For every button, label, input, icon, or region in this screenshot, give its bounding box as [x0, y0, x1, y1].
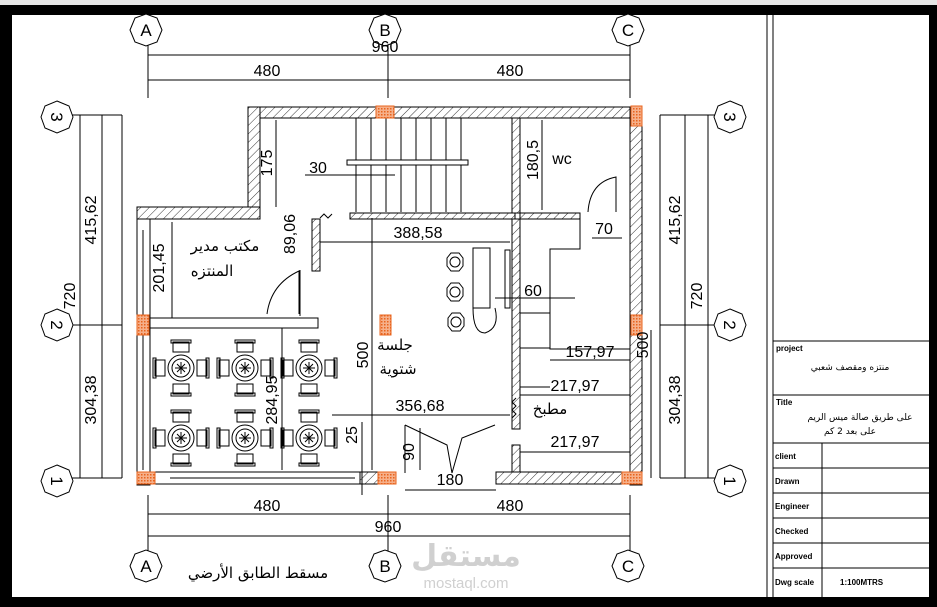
- dim-wc-height: 180,5: [525, 140, 542, 180]
- dim-right-total: 720: [689, 283, 706, 310]
- title-line-1: على طريق صالة ميس الريم: [807, 413, 912, 423]
- interior-dimension-lines: [171, 120, 652, 495]
- bubble-1-right: 1: [720, 476, 739, 485]
- dim-stair-height: 175: [259, 150, 276, 177]
- office-label-2: المنتزه: [191, 262, 234, 280]
- dim-left-lower: 304,38: [83, 375, 100, 424]
- bubble-2-left: 2: [47, 320, 66, 329]
- kitchen-fixtures: [472, 219, 630, 388]
- scale-label: Dwg scale: [775, 578, 815, 587]
- dim-counter: 60: [524, 283, 542, 300]
- project-value: منتزه ومقصف شعبي: [811, 363, 890, 373]
- dim-bottom-right: 480: [497, 498, 524, 515]
- seating-label-2: شتوية: [379, 360, 416, 378]
- checked-label: Checked: [775, 527, 808, 536]
- office-label-1: مكتب مدير: [190, 237, 260, 255]
- dim-step: 25: [344, 426, 361, 444]
- dim-bottom-left: 480: [254, 498, 281, 515]
- top-strip: [0, 0, 937, 5]
- dim-stair-tread: 30: [309, 160, 327, 177]
- bubble-b-bottom: B: [379, 557, 390, 576]
- bubble-b-top: B: [379, 21, 390, 40]
- seating-label-1: جلسة: [377, 336, 413, 354]
- dim-right-lower: 304,38: [667, 375, 684, 424]
- dim-hall-lower: 356,68: [396, 398, 445, 415]
- dim-right-upper: 415,62: [667, 195, 684, 244]
- grid-bubbles: A B C A B C 3 2 1 3 2 1: [40, 13, 747, 583]
- bubble-3-left: 3: [47, 112, 66, 121]
- bubble-1-left: 1: [47, 476, 66, 485]
- dim-hall-width: 388,58: [394, 225, 443, 242]
- staircase: [346, 118, 469, 212]
- project-label: project: [776, 344, 803, 353]
- dim-bottom-total: 960: [375, 519, 402, 536]
- dim-wc-door: 70: [595, 221, 613, 238]
- columns: [136, 105, 643, 485]
- engineer-label: Engineer: [775, 502, 809, 511]
- doors: [266, 176, 617, 474]
- watermark-logo: مستقل: [411, 539, 521, 574]
- watermark-site: mostaql.com: [423, 575, 508, 592]
- dim-top-right: 480: [497, 63, 524, 80]
- scale-value: 1:100MTRS: [840, 578, 884, 587]
- kitchen-label: مطبخ: [533, 400, 568, 418]
- bubble-2-right: 2: [720, 320, 739, 329]
- approved-label: Approved: [775, 552, 812, 561]
- dim-left-total: 720: [62, 283, 79, 310]
- dim-entry-width: 180: [437, 472, 464, 489]
- title-line-2: على بعد 2 كم: [824, 427, 876, 437]
- bubble-c-bottom: C: [622, 557, 634, 576]
- bubble-3-right: 3: [720, 112, 739, 121]
- dimension-labels: 960 480 480 480 480 960 415,62 720 304,3…: [62, 39, 706, 536]
- client-label: client: [775, 452, 796, 461]
- drawn-label: Drawn: [775, 477, 800, 486]
- title-label: Title: [776, 398, 793, 407]
- bubble-a-bottom: A: [140, 557, 152, 576]
- wc-label: wc: [551, 151, 572, 168]
- dim-entry-depth: 90: [401, 443, 418, 461]
- plan-title: مسقط الطابق الأرضي: [188, 563, 328, 583]
- dim-office-height: 201,45: [151, 243, 168, 292]
- dim-kitchen-c: 217,97: [551, 434, 600, 451]
- dim-dining-height: 284,95: [264, 375, 281, 424]
- dim-top-total: 960: [372, 39, 399, 56]
- bubble-a-top: A: [140, 21, 152, 40]
- dim-left-upper: 415,62: [83, 195, 100, 244]
- dim-right-height: 500: [635, 332, 652, 359]
- watermark: مستقل mostaql.com: [411, 539, 521, 592]
- dim-office-door: 89,06: [282, 214, 299, 254]
- dim-hall-height: 500: [355, 342, 372, 369]
- grid-lines: [68, 42, 718, 553]
- title-block: project منتزه ومقصف شعبي Title على طريق …: [773, 340, 929, 597]
- bubble-c-top: C: [622, 21, 634, 40]
- dim-top-left: 480: [254, 63, 281, 80]
- dim-kitchen-b: 217,97: [551, 378, 600, 395]
- room-labels: مكتب مدير المنتزه جلسة شتوية مطبخ مسقط ا…: [188, 237, 567, 583]
- dim-kitchen-a: 157,97: [566, 344, 615, 361]
